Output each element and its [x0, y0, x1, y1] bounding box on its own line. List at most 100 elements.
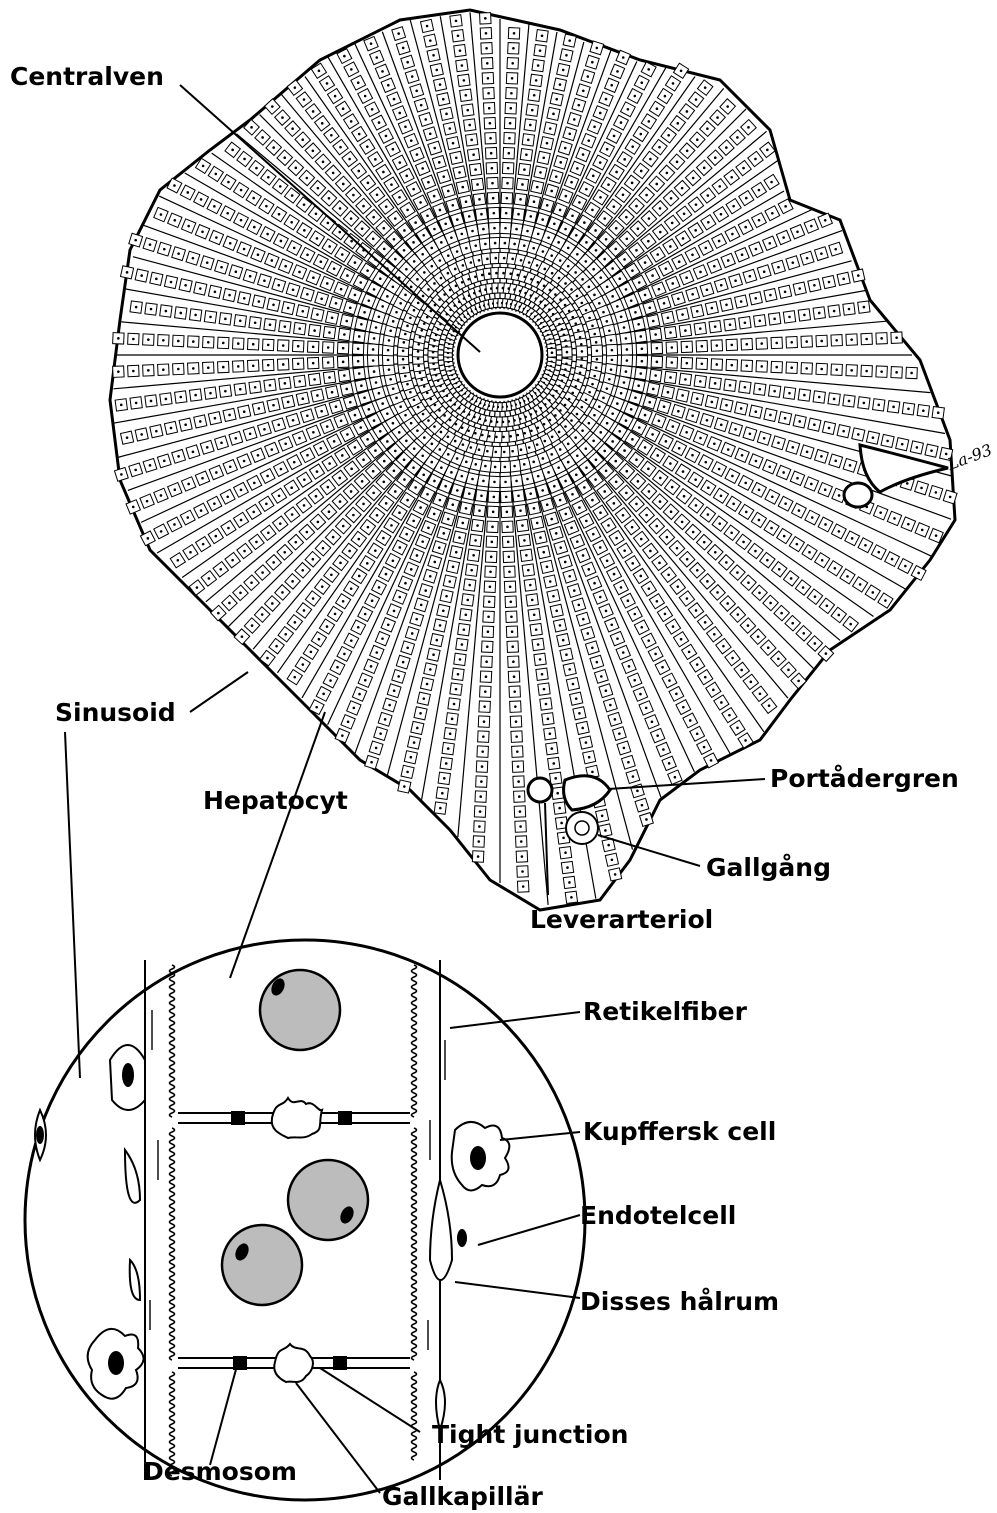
hepatocyte-nucleus-dot — [120, 473, 123, 476]
hepatocyte-nucleus-dot — [718, 522, 721, 525]
hepatocyte-nucleus-dot — [432, 653, 435, 656]
hepatocyte-nucleus-dot — [298, 271, 301, 274]
hepatocyte-nucleus-dot — [494, 466, 497, 469]
hepatocyte-nucleus-dot — [291, 513, 294, 516]
hepatocyte-nucleus-dot — [489, 122, 492, 125]
hepatocyte-nucleus-dot — [805, 367, 808, 370]
hepatocyte-nucleus-dot — [281, 591, 284, 594]
hepatocyte-nucleus-dot — [615, 171, 618, 174]
hepatocyte-nucleus-dot — [303, 203, 306, 206]
hepatocyte-nucleus-dot — [505, 212, 508, 215]
hepatocyte-nucleus-dot — [163, 460, 166, 463]
hepatocyte-nucleus-dot — [517, 780, 520, 783]
hepatocyte-nucleus-dot — [669, 331, 672, 334]
hepatocyte-nucleus-dot — [766, 559, 769, 562]
hepatocyte-nucleus-dot — [192, 451, 195, 454]
hepatocyte-nucleus-dot — [447, 272, 450, 275]
hepatocyte-nucleus-dot — [564, 561, 567, 564]
hepatocyte-nucleus-dot — [533, 507, 536, 510]
hepatocyte-nucleus-dot — [375, 56, 378, 59]
hepatocyte-nucleus-dot — [620, 392, 623, 395]
hepatocyte-nucleus-dot — [568, 132, 571, 135]
hepatocyte-nucleus-dot — [339, 146, 342, 149]
hepatocyte-nucleus-dot — [623, 326, 626, 329]
hepatocyte-nucleus-dot — [150, 400, 153, 403]
hepatocyte-nucleus-dot — [372, 237, 375, 240]
hepatocyte-nucleus-dot — [895, 371, 898, 374]
hepatocyte-nucleus-dot — [390, 524, 393, 527]
hepatocyte-nucleus-dot — [364, 613, 367, 616]
hepatocyte-nucleus-dot — [388, 339, 391, 342]
hepatocyte-nucleus-dot — [250, 126, 253, 129]
hepatocyte-nucleus-dot — [906, 482, 909, 485]
hepatocyte-nucleus-dot — [635, 458, 638, 461]
hepatocyte-nucleus-dot — [595, 458, 598, 461]
hepatocyte-nucleus-dot — [294, 621, 297, 624]
hepatocyte-nucleus-dot — [528, 446, 531, 449]
hepatocyte-nucleus-dot — [671, 282, 674, 285]
hepatocyte-nucleus-dot — [457, 673, 460, 676]
hepatocyte-nucleus-dot — [805, 340, 808, 343]
label-centralven: Centralven — [10, 62, 164, 91]
hepatocyte-nucleus-dot — [610, 368, 613, 371]
hepatocyte-nucleus-dot — [667, 391, 670, 394]
hepatocyte-nucleus-dot — [718, 468, 721, 471]
hepatocyte-nucleus-dot — [555, 609, 558, 612]
hepatocyte-nucleus-dot — [901, 443, 904, 446]
hepatocyte-nucleus-dot — [704, 461, 707, 464]
hepatocyte-nucleus-dot — [884, 599, 887, 602]
hepatocyte-nucleus-dot — [453, 703, 456, 706]
hepatocyte-nucleus-dot — [631, 526, 634, 529]
hepatocyte-nucleus-dot — [442, 98, 445, 101]
hepatocyte-nucleus-dot — [666, 172, 669, 175]
hepatocyte-nucleus-dot — [577, 329, 580, 332]
hepatocyte-nucleus-dot — [385, 205, 388, 208]
hepatocyte-nucleus-dot — [393, 469, 396, 472]
hepatocyte-nucleus-dot — [455, 156, 458, 159]
hepatocyte-nucleus-dot — [516, 274, 519, 277]
hepatocyte-nucleus-dot — [614, 718, 617, 721]
hepatocyte-nucleus-dot — [487, 630, 490, 633]
hepatocyte-nucleus-dot — [574, 436, 577, 439]
hepatocyte-nucleus-dot — [403, 229, 406, 232]
hepatocyte-nucleus-dot — [713, 633, 716, 636]
hepatocyte-nucleus-dot — [375, 747, 378, 750]
hepatocyte-nucleus-dot — [626, 237, 629, 240]
hepatocyte-nucleus-dot — [509, 272, 512, 275]
hepatocyte-nucleus-dot — [514, 705, 517, 708]
hepatocyte-nucleus-dot — [628, 665, 631, 668]
hepatocyte-nucleus-dot — [243, 460, 246, 463]
hepatocyte-nucleus-dot — [608, 329, 611, 332]
hepatocyte-nucleus-dot — [768, 704, 771, 707]
hepatocyte-nucleus-dot — [474, 463, 477, 466]
hepatocyte-nucleus-dot — [695, 504, 698, 507]
hepatocyte-nucleus-dot — [681, 521, 684, 524]
hepatocyte-nucleus-dot — [357, 81, 360, 84]
hepatocyte-nucleus-dot — [350, 639, 353, 642]
hepatocyte-nucleus-dot — [277, 284, 280, 287]
hepatocyte-nucleus-dot — [607, 183, 610, 186]
hepatocyte-nucleus-dot — [227, 527, 230, 530]
hepatocyte-nucleus-dot — [611, 349, 614, 352]
hepatocyte-nucleus-dot — [758, 320, 761, 323]
hepatocyte-nucleus-dot — [358, 372, 361, 375]
hepatocyte-nucleus-dot — [290, 221, 293, 224]
hepatocyte-nucleus-dot — [468, 584, 471, 587]
hepatocyte-nucleus-dot — [728, 714, 731, 717]
hepatocyte-nucleus-dot — [710, 759, 713, 762]
hepatocyte-nucleus-dot — [409, 391, 412, 394]
hepatocyte-nucleus-dot — [602, 397, 605, 400]
hepatocyte-nucleus-dot — [585, 741, 588, 744]
hepatocyte-nucleus-dot — [656, 600, 659, 603]
hepatocyte-nucleus-dot — [787, 669, 790, 672]
hepatocyte-nucleus-dot — [692, 531, 695, 534]
hepatocyte-nucleus-dot — [754, 550, 757, 553]
hepatocyte-nucleus-dot — [265, 503, 268, 506]
hepatocyte-nucleus-dot — [791, 622, 794, 625]
hepatocyte-nucleus-dot — [581, 429, 584, 432]
hepatocyte-nucleus-dot — [546, 142, 549, 145]
hepatocyte-nucleus-dot — [631, 438, 634, 441]
hepatocyte-nucleus-dot — [600, 675, 603, 678]
hepatocyte-nucleus-dot — [727, 259, 730, 262]
